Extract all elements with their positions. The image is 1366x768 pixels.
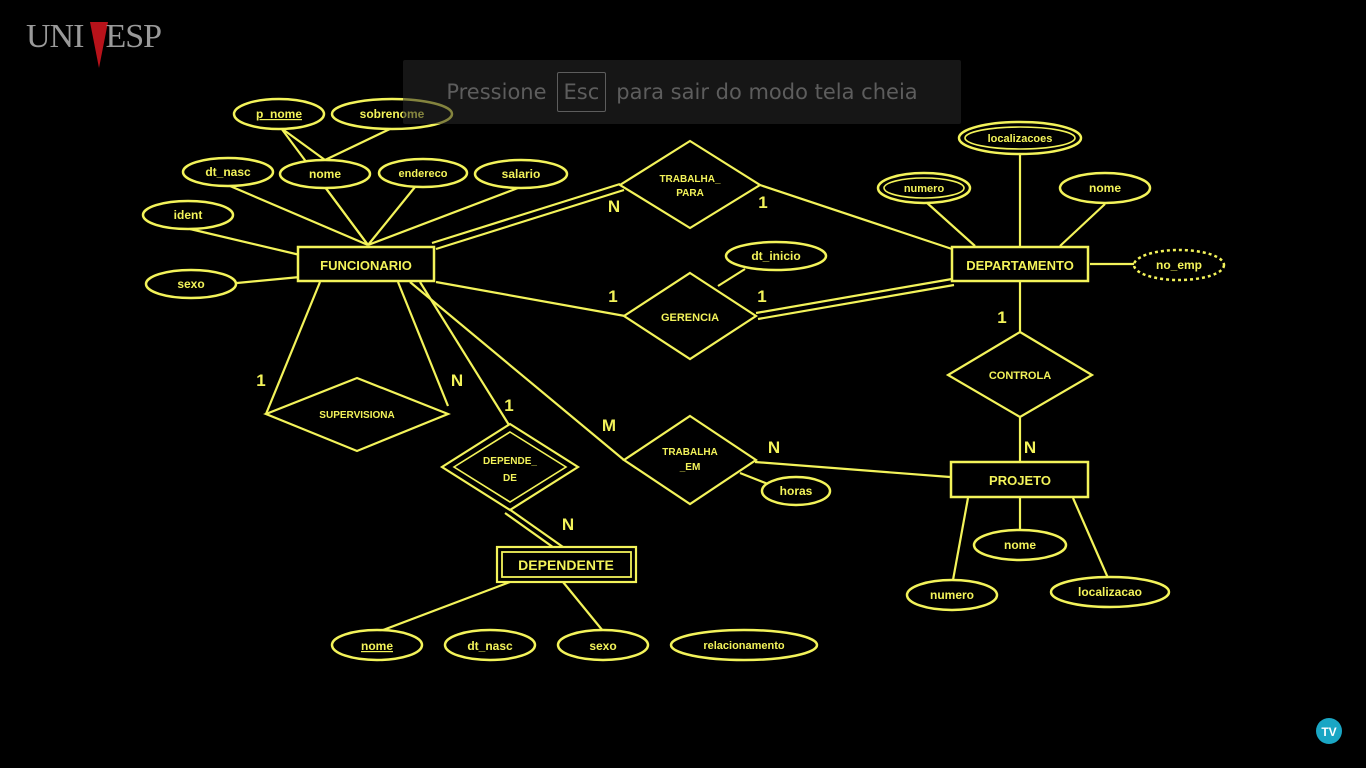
cardinality-label: 1	[608, 287, 617, 306]
relationship-gerencia: GERENCIA	[621, 271, 759, 361]
cardinality-label: 1	[256, 371, 265, 390]
attribute-localizacao: localizacao	[1078, 585, 1142, 599]
cardinality-label: N	[608, 197, 620, 216]
attribute-numero: numero	[930, 588, 974, 602]
attribute-sexo: sexo	[177, 277, 204, 291]
cardinality-label: N	[768, 438, 780, 457]
attribute-horas: horas	[780, 484, 813, 498]
attribute-numero: numero	[904, 183, 945, 195]
attribute-dt-nasc: dt_nasc	[467, 639, 513, 653]
relationship-trabalha-em: TRABALHA _EM	[622, 414, 758, 506]
cardinality-label: 1	[504, 396, 513, 415]
attribute-salario: salario	[502, 167, 541, 181]
relationship-label: SUPERVISIONA	[319, 410, 394, 421]
logo-text-right: ESP	[105, 18, 162, 55]
entity-label: DEPENDENTE	[518, 557, 614, 573]
relationship-label: DEPENDE_	[483, 456, 537, 467]
connector-lines	[189, 127, 1135, 634]
relationship-label: _EM	[679, 462, 701, 473]
fullscreen-exit-notice: Pressione Esc para sair do modo tela che…	[403, 60, 961, 124]
notice-text-before: Pressione	[446, 80, 547, 104]
relationship-label: PARA	[676, 188, 704, 199]
logo-v-mark-icon	[90, 22, 108, 68]
attribute-endereco: endereco	[399, 168, 448, 180]
attribute-localizacoes: localizacoes	[988, 133, 1053, 145]
attribute-sexo: sexo	[589, 639, 616, 653]
entity-dependente-weak: DEPENDENTE	[495, 545, 638, 584]
entity-label: FUNCIONARIO	[320, 258, 412, 273]
relationship-label: CONTROLA	[989, 370, 1051, 382]
tv-channel-logo-icon: TV	[1316, 718, 1342, 744]
cardinality-label: N	[562, 515, 574, 534]
cardinality-label: N	[451, 371, 463, 390]
relationship-label: TRABALHA_	[659, 174, 721, 185]
attribute-nome: nome	[309, 167, 341, 181]
attribute-nome: nome	[1089, 181, 1121, 195]
entity-label: DEPARTAMENTO	[966, 258, 1074, 273]
relationship-label: DE	[503, 473, 517, 484]
entity-departamento: DEPARTAMENTO	[950, 245, 1090, 283]
relationship-label: GERENCIA	[661, 312, 719, 324]
relationship-label: TRABALHA	[662, 447, 718, 458]
attribute-labels: p_nome sobrenome dt_nasc nome endereco s…	[174, 107, 1202, 653]
attribute-nome: nome	[1004, 538, 1036, 552]
entity-label: PROJETO	[989, 473, 1051, 488]
logo-text-left: UNI	[26, 18, 84, 55]
tv-logo-text: TV	[1321, 725, 1336, 739]
cardinality-label: N	[1024, 438, 1036, 457]
cardinality-label: M	[602, 416, 616, 435]
attribute-no-emp: no_emp	[1156, 258, 1202, 272]
entity-funcionario: FUNCIONARIO	[296, 245, 436, 283]
attribute-p-nome: p_nome	[256, 107, 302, 121]
attribute-relacionamento: relacionamento	[703, 640, 785, 652]
relationship-depende-de-identifying: DEPENDE_ DE	[439, 422, 581, 512]
notice-text-after: para sair do modo tela cheia	[616, 80, 918, 104]
attribute-ellipses	[141, 97, 1226, 662]
cardinality-label: 1	[758, 193, 767, 212]
attribute-nome: nome	[361, 639, 393, 653]
cardinality-labels: N 1 1 1 1 N 1 N 1 N M N	[256, 193, 1036, 534]
attribute-ident: ident	[174, 208, 203, 222]
entity-projeto: PROJETO	[949, 460, 1090, 499]
univesp-logo: UNI ESP	[26, 16, 176, 70]
attribute-dt-inicio: dt_inicio	[751, 249, 800, 263]
attribute-dt-nasc: dt_nasc	[205, 165, 251, 179]
relationship-trabalha-para: TRABALHA_ PARA	[617, 139, 763, 230]
relationship-controla: CONTROLA	[945, 330, 1095, 419]
cardinality-label: 1	[997, 308, 1006, 327]
relationship-supervisiona: SUPERVISIONA	[263, 376, 451, 453]
cardinality-label: 1	[757, 287, 766, 306]
esc-key-hint: Esc	[556, 72, 607, 112]
